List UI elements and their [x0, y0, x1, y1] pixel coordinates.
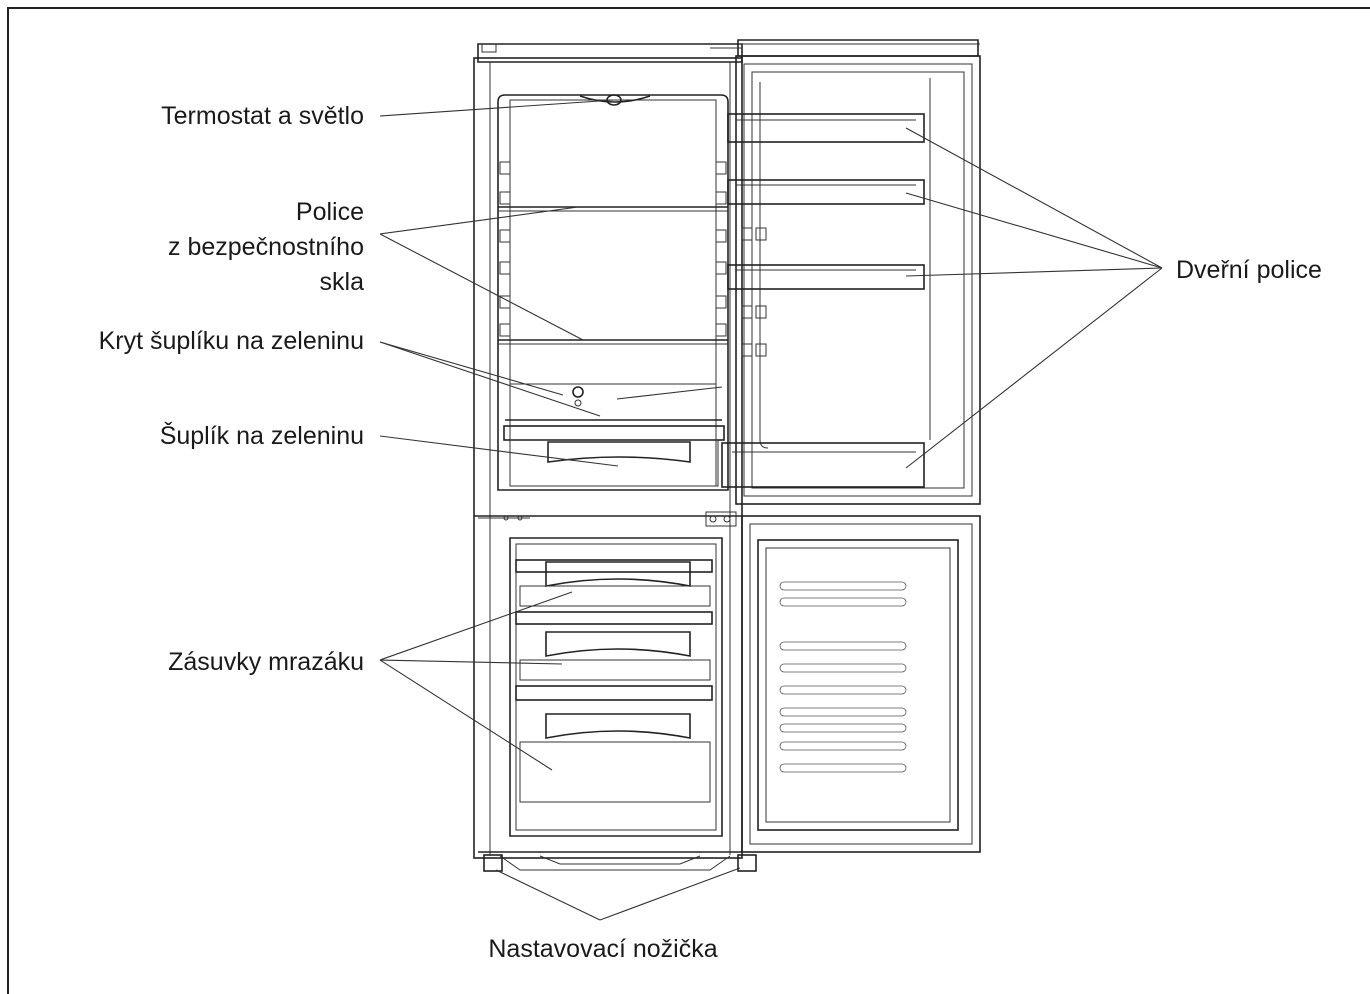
diagram-border: [7, 7, 1370, 994]
label-crisper-cover: Kryt šuplíku na zeleninu: [99, 327, 364, 355]
label-feet: Nastavovací nožička: [488, 935, 717, 963]
label-thermostat: Termostat a světlo: [161, 102, 364, 130]
label-shelves-line1: Police: [296, 198, 364, 226]
fridge-door: [721, 39, 981, 505]
label-shelves-line2: z bezpečnostního: [168, 233, 364, 261]
label-shelves-line3: skla: [320, 268, 365, 296]
freezer-door: [741, 515, 981, 853]
label-freezer-drawers: Zásuvky mrazáku: [168, 648, 364, 676]
label-door-shelves: Dveřní police: [1176, 256, 1322, 284]
leader-lines: [379, 99, 1163, 921]
label-crisper: Šuplík na zeleninu: [160, 421, 364, 450]
fridge-cabinet: [473, 43, 757, 872]
